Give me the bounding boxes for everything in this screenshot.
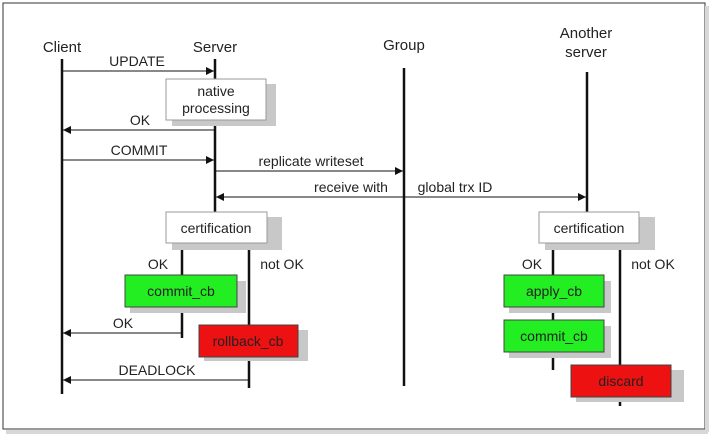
participant-group: Group	[383, 37, 425, 54]
box-native-processing	[165, 78, 267, 121]
frame-shadow-right	[705, 6, 709, 432]
box-certification-other	[538, 211, 640, 244]
message-receive-part1: receive with	[314, 179, 388, 195]
message-replicate-writeset: replicate writeset	[258, 153, 363, 169]
box-certification-server	[165, 211, 268, 244]
participant-server: Server	[193, 39, 237, 56]
box-commit-cb-server	[124, 274, 238, 308]
box-apply-cb	[503, 274, 605, 308]
participant-another-server-line2: server	[565, 44, 607, 61]
box-discard	[570, 364, 672, 398]
message-receive-part2: global trx ID	[418, 179, 493, 195]
message-deadlock: DEADLOCK	[118, 362, 196, 378]
box-commit-cb-server-label: commit_cb	[147, 283, 215, 299]
box-certification-other-label: certification	[554, 220, 625, 236]
branch-label-server-ok: OK	[148, 256, 169, 272]
participant-another-server-line1: Another	[560, 25, 613, 42]
box-certification-server-label: certification	[181, 220, 252, 236]
message-update: UPDATE	[109, 53, 165, 69]
frame-shadow-bottom	[6, 430, 708, 434]
box-apply-cb-label: apply_cb	[526, 283, 582, 299]
box-commit-cb-other-label: commit_cb	[520, 328, 588, 344]
message-commit: COMMIT	[111, 142, 168, 158]
box-native-line2: processing	[182, 100, 250, 116]
branch-label-other-not-ok: not OK	[631, 256, 675, 272]
message-ok-1: OK	[130, 112, 151, 128]
branch-label-other-ok: OK	[522, 256, 543, 272]
box-rollback-cb	[198, 324, 299, 358]
box-rollback-cb-label: rollback_cb	[213, 333, 284, 349]
participant-client: Client	[43, 39, 82, 56]
box-discard-label: discard	[598, 373, 643, 389]
box-commit-cb-other	[503, 319, 605, 353]
message-ok-2: OK	[113, 315, 134, 331]
branch-label-server-not-ok: not OK	[260, 256, 304, 272]
box-native-line1: native	[197, 83, 235, 99]
